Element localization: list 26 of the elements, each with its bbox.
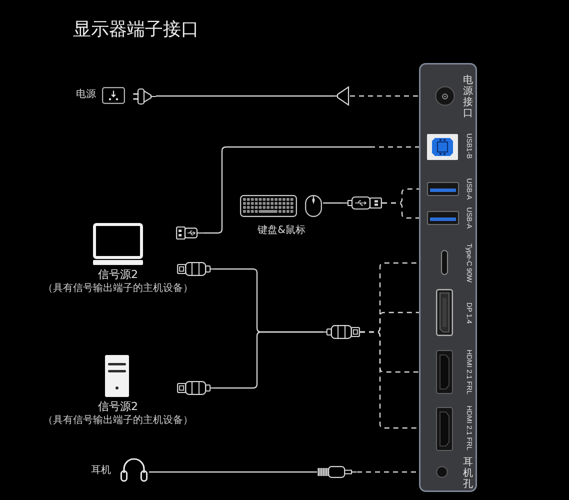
cable-connector-icon xyxy=(334,86,350,106)
diagram-title: 显示器端子接口 xyxy=(73,19,199,41)
dashed-line xyxy=(382,202,420,219)
port-panel xyxy=(419,63,477,492)
usb-plug-icon xyxy=(342,196,382,210)
cable-line xyxy=(204,146,420,234)
port-label: 电源接口 xyxy=(463,75,473,119)
device-label: 信号源2 xyxy=(97,400,139,413)
cable-line xyxy=(214,331,323,389)
device-description: （具有信号输出端子的主机设备） xyxy=(42,415,194,427)
cable-line xyxy=(149,471,317,473)
usb-plug-icon xyxy=(176,226,204,240)
dashed-line xyxy=(350,95,420,97)
audio-plug-icon xyxy=(317,466,357,478)
cable-plug-icon xyxy=(323,325,360,339)
cable-plug-icon xyxy=(177,262,214,276)
device-label: 耳机 xyxy=(91,465,111,477)
cable-line xyxy=(323,202,342,204)
cable-line xyxy=(156,95,334,97)
device-label: 信号源2 xyxy=(97,268,139,281)
port-label: 耳机孔 xyxy=(463,456,473,490)
power-plug-icon xyxy=(133,88,156,104)
cable-plug-icon xyxy=(177,381,214,395)
device-label: 电源 xyxy=(76,89,96,101)
device-label: 键盘&鼠标 xyxy=(256,225,306,237)
device-description: （具有信号输出端子的主机设备） xyxy=(42,283,194,295)
